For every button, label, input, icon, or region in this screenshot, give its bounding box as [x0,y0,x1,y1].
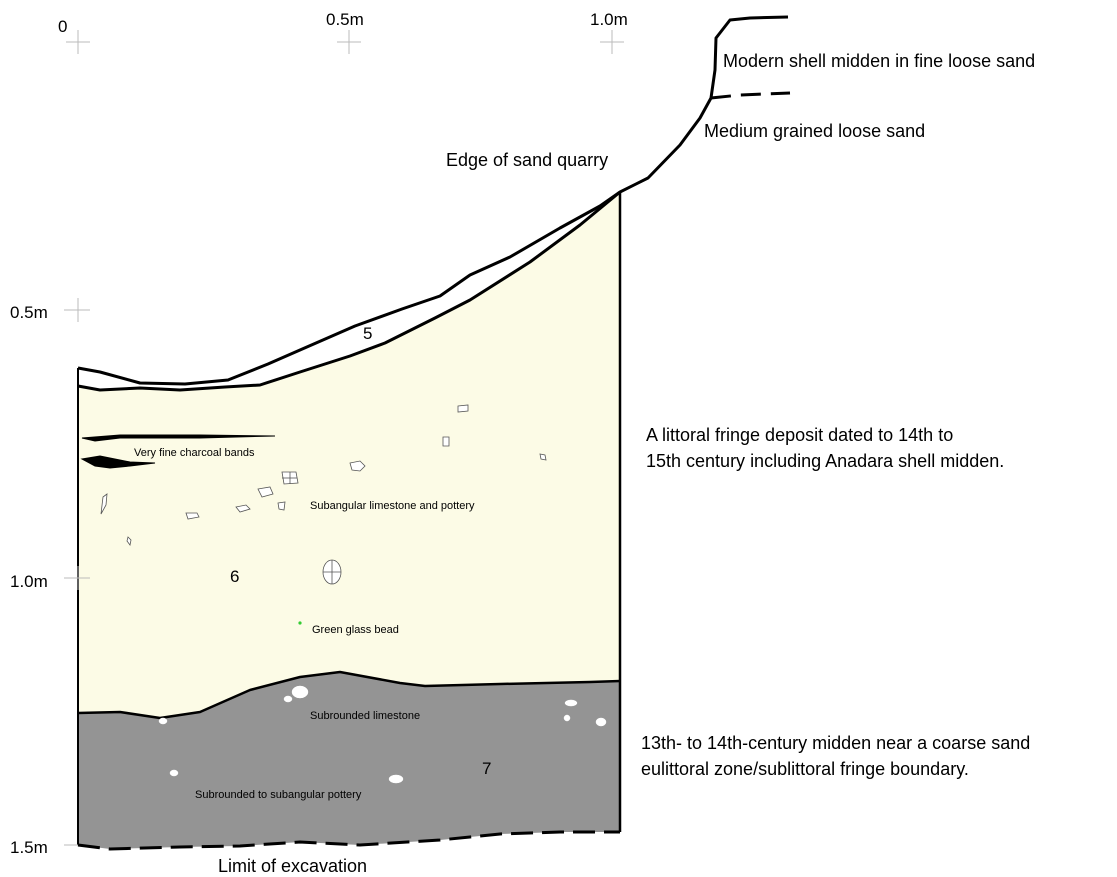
limestone-pottery-label: Subangular limestone and pottery [310,500,475,512]
layer-5-number: 5 [363,324,372,343]
layer-5-band [78,192,620,390]
surface-line [77,15,789,386]
subrounded-limestone-label: Subrounded limestone [310,710,420,722]
green-glass-bead-marker [298,621,302,625]
layer-6-stones [100,404,547,585]
charcoal-band-lower [80,455,156,469]
layer-6-note-line-1: A littoral fringe deposit dated to 14th … [646,425,953,445]
subrounded-pottery-label: Subrounded to subangular pottery [195,789,362,801]
layer-6-deposit [78,192,620,718]
excavation-limit-line [77,830,620,851]
scale-y-1-5m: 1.5m [10,838,48,857]
scale-y-1-0m: 1.0m [10,572,48,591]
charcoal-band-upper [81,434,276,442]
layer-6-note-line-2: 15th century including Anadara shell mid… [646,451,1004,471]
scale-x-0-5m: 0.5m [326,10,364,29]
layer-7-note-line-2: eulittoral zone/sublittoral fringe bound… [641,759,969,779]
glass-bead-label: Green glass bead [312,624,399,636]
excavation-limit-label: Limit of excavation [218,856,367,876]
layer-7-deposit [78,672,620,849]
layer-7-note-line-1: 13th- to 14th-century midden near a coar… [641,733,1030,753]
scale-x-1-0m: 1.0m [590,10,628,29]
midden-boundary-line [710,91,791,100]
medium-sand-label: Medium grained loose sand [704,121,925,141]
quarry-edge-label: Edge of sand quarry [446,150,608,170]
layer-6-7-boundary [77,670,621,720]
layer-7-number: 7 [482,759,491,778]
modern-midden-label: Modern shell midden in fine loose sand [723,51,1035,71]
layer-6-number: 6 [230,567,239,586]
scale-crosshairs [64,30,624,846]
layer-5-6-boundary [77,190,621,392]
charcoal-label: Very fine charcoal bands [134,447,255,459]
scale-x-0: 0 [58,17,67,36]
scale-y-0-5m: 0.5m [10,303,48,322]
layer-7-stones [158,685,607,784]
